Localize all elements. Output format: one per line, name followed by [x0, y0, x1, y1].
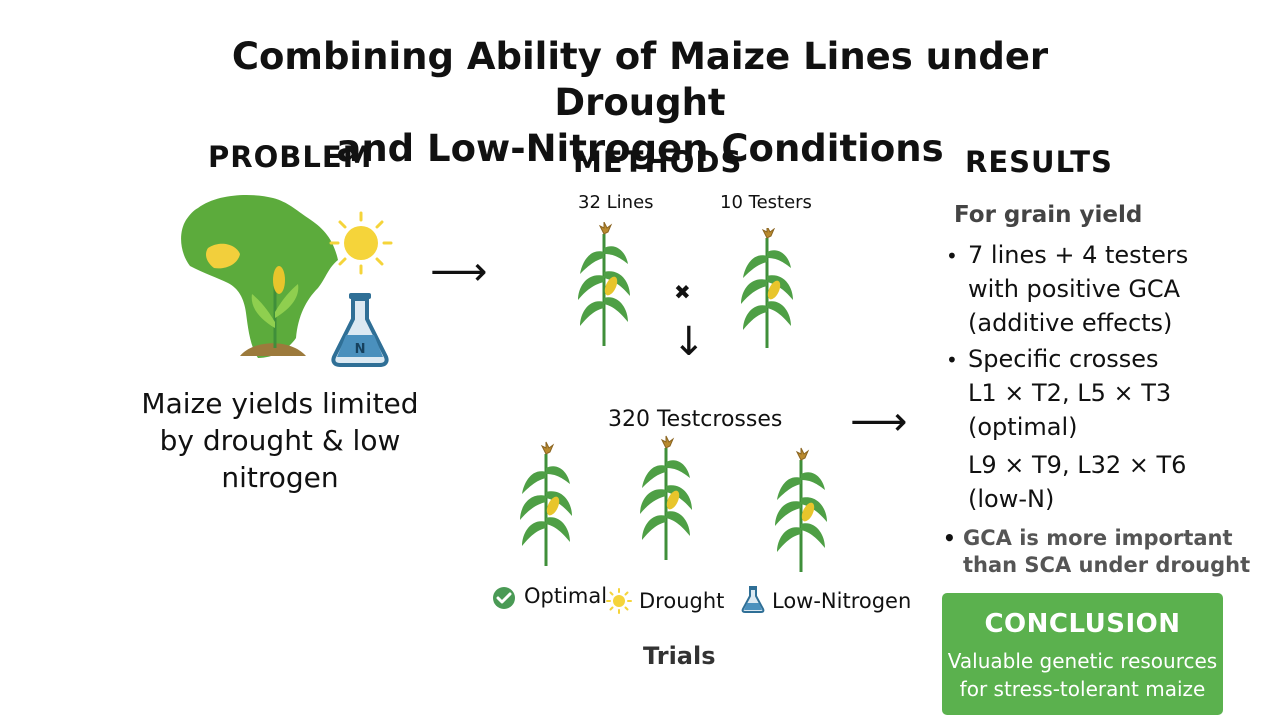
arrow-problem-to-methods: ⟶: [430, 249, 488, 295]
conclusion-box: CONCLUSION Valuable genetic resources fo…: [942, 593, 1223, 715]
check-icon: [493, 587, 515, 609]
problem-illustration: N: [181, 195, 393, 367]
methods-heading: METHODS: [573, 145, 743, 179]
maize-plant-icon-low-nitrogen: [773, 446, 829, 574]
bullet-3-line-1: GCA is more important: [963, 526, 1233, 550]
problem-text: Maize yields limited by drought & low ni…: [140, 385, 420, 496]
maize-plant-icon-optimal: [518, 440, 574, 568]
title-line-2: and Low-Nitrogen Conditions: [336, 127, 944, 170]
problem-text-line-2: by drought & low: [159, 424, 401, 457]
conclusion-text-line-1: Valuable genetic resources: [947, 649, 1218, 673]
africa-map-icon: [181, 195, 338, 358]
bullet-2-line-3: (optimal): [968, 413, 1078, 441]
bullet-1-line-3: (additive effects): [968, 309, 1173, 337]
arrow-methods-to-results: ⟶: [850, 399, 908, 445]
problem-text-line-1: Maize yields limited: [141, 387, 419, 420]
results-heading: RESULTS: [965, 145, 1113, 179]
maize-plant-icon-testers: [739, 228, 795, 348]
results-bullet-1: •: [946, 244, 958, 268]
title-line-1: Combining Ability of Maize Lines under D…: [231, 35, 1049, 124]
trials-label: Trials: [643, 642, 716, 670]
flask-label: N: [355, 342, 366, 357]
problem-text-line-3: nitrogen: [221, 461, 339, 494]
results-subheading: For grain yield: [954, 202, 1143, 228]
results-bullet-3-text: GCA is more important than SCA under dro…: [963, 525, 1250, 579]
maize-plant-icon-lines: [576, 222, 632, 348]
bullet-2-line-5: (low-N): [968, 485, 1055, 513]
bullet-2-line-1: Specific crosses: [968, 345, 1159, 373]
arrow-down: ↓: [672, 319, 706, 365]
results-bullet-2-text: Specific crosses L1 × T2, L5 × T3 (optim…: [968, 342, 1186, 516]
problem-heading: PROBLEM: [208, 140, 373, 174]
bullet-1-line-2: with positive GCA: [968, 275, 1181, 303]
bullet-2-line-4: L9 × T9, L32 × T6: [968, 451, 1187, 479]
conclusion-heading: CONCLUSION: [984, 609, 1181, 639]
bullet-1-line-1: 7 lines + 4 testers: [968, 241, 1189, 269]
bullet-2-line-2: L1 × T2, L5 × T3: [968, 379, 1172, 407]
bullet-3-line-2: than SCA under drought: [963, 553, 1251, 577]
maize-plant-icon-drought: [638, 434, 694, 562]
lines-label: 32 Lines: [578, 192, 654, 213]
results-bullet-1-text: 7 lines + 4 testers with positive GCA (a…: [968, 238, 1188, 340]
legend-drought: Drought: [639, 589, 725, 613]
conclusion-text-line-2: for stress-tolerant maize: [959, 677, 1206, 701]
page-title: Combining Ability of Maize Lines under D…: [140, 34, 1140, 172]
flask-icon: N: [331, 293, 389, 367]
legend-low-nitrogen: Low-Nitrogen: [772, 589, 912, 613]
cross-icon: ✖: [674, 280, 691, 304]
sun-icon: [329, 211, 393, 275]
flask-icon-small: [741, 586, 765, 613]
legend-optimal: Optimal: [524, 584, 608, 608]
conclusion-text: Valuable genetic resources for stress-to…: [942, 647, 1223, 703]
sun-icon-small: [606, 588, 632, 614]
results-bullet-3: •: [943, 526, 956, 550]
testers-label: 10 Testers: [720, 192, 812, 213]
results-bullet-2: •: [946, 348, 958, 372]
testcrosses-label: 320 Testcrosses: [608, 407, 783, 432]
